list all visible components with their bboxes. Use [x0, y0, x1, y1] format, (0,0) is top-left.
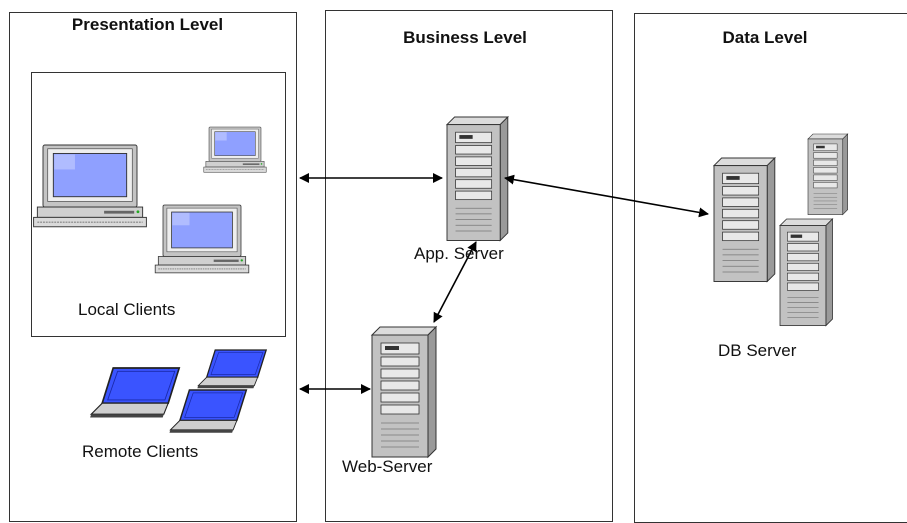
server-tower-icon [446, 116, 509, 241]
server-tower-icon [371, 326, 437, 458]
laptop-icon [196, 349, 267, 389]
local-clients-label: Local Clients [78, 300, 176, 319]
server-tower-icon [807, 133, 848, 215]
server-tower-icon [713, 157, 776, 282]
app-server-label: App. Server [414, 244, 504, 263]
laptop-icon [168, 389, 248, 434]
arrow-app-to-web [433, 241, 477, 323]
db-server-label: DB Server [718, 341, 797, 360]
server-tower-icon [779, 218, 833, 327]
business-level-title: Business Level [403, 28, 527, 47]
desktop-computer-icon [203, 126, 267, 173]
data-level-title: Data Level [722, 28, 808, 47]
web-server-label: Web-Server [342, 457, 433, 476]
diagram-canvas [33, 116, 848, 458]
desktop-computer-icon [33, 144, 147, 228]
desktop-computer-icon [154, 204, 250, 274]
remote-clients-label: Remote Clients [82, 442, 199, 461]
presentation-level-title: Presentation Level [71, 15, 224, 34]
arrow-app-to-db [504, 174, 709, 218]
laptop-icon [89, 367, 181, 419]
